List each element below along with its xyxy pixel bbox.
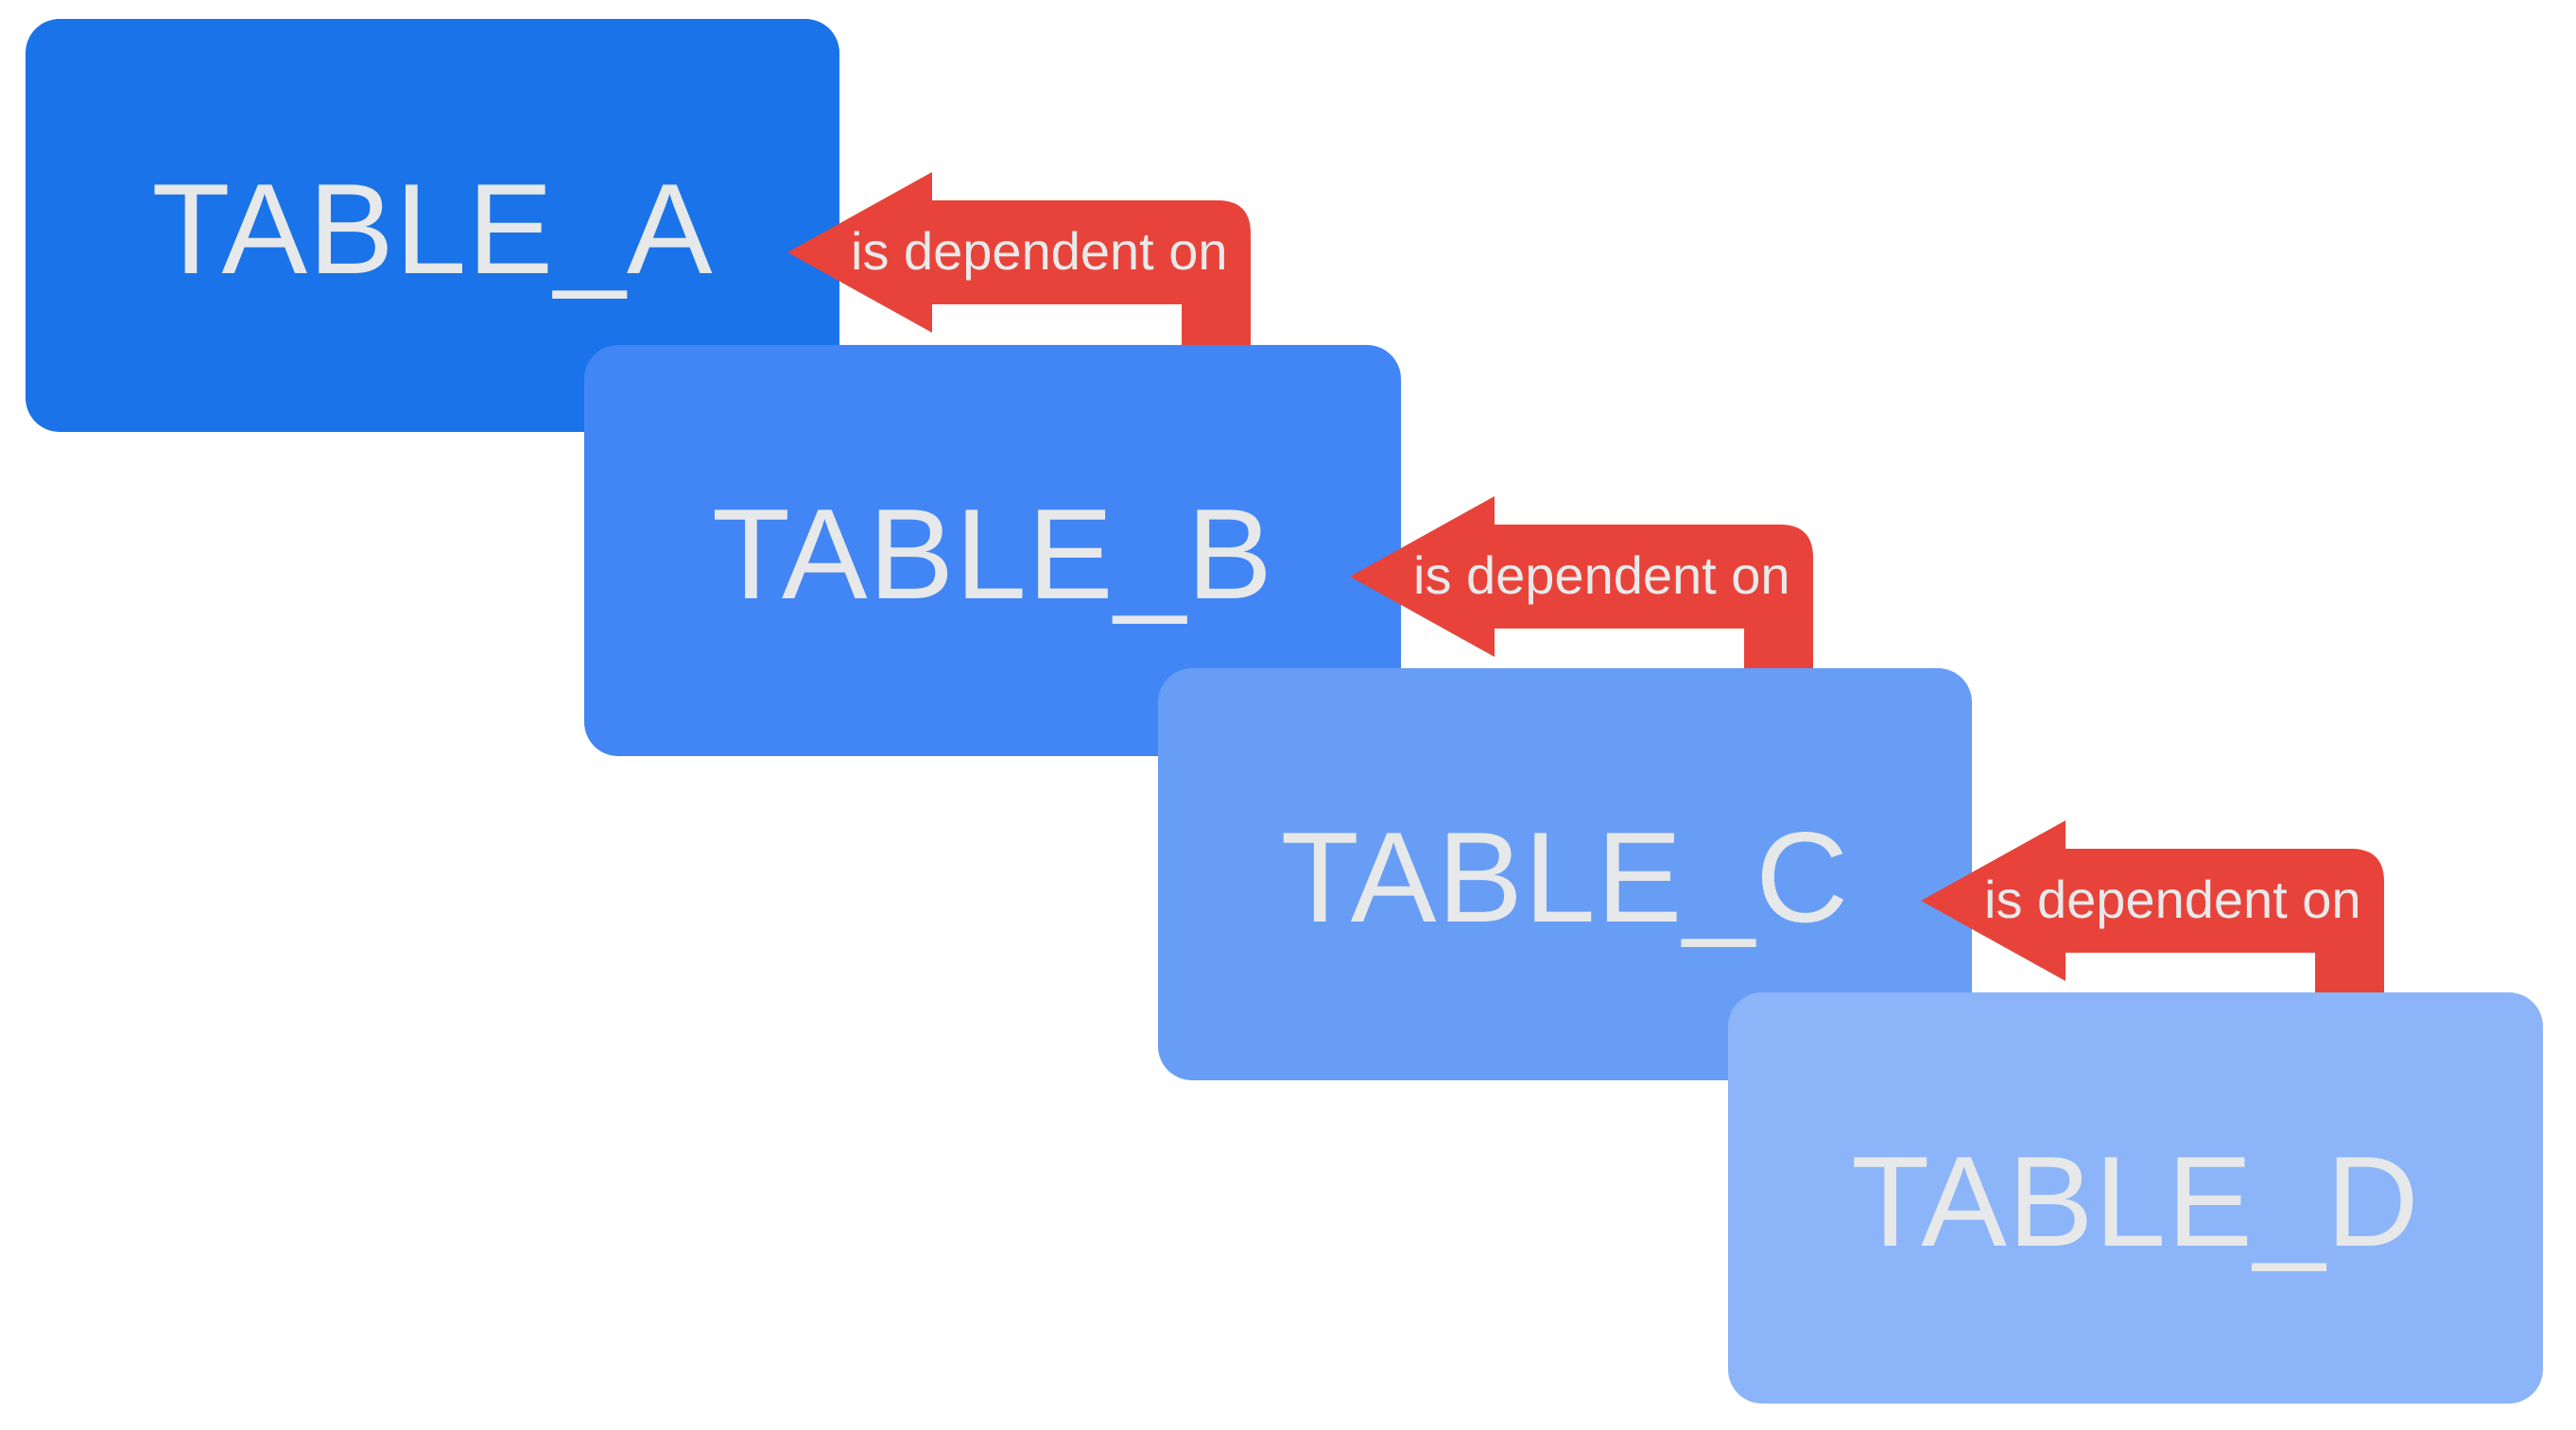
edge-label-a-b: is dependent on — [851, 221, 1228, 281]
edge-table-c-table-d[interactable]: is dependent on — [1921, 820, 2427, 1009]
edge-label-c-d: is dependent on — [1984, 870, 2361, 929]
edge-table-b-table-c[interactable]: is dependent on — [1350, 496, 1856, 685]
node-table-a[interactable]: TABLE_A — [26, 19, 839, 432]
node-label-table-a: TABLE_A — [151, 156, 714, 301]
edge-table-a-table-b[interactable]: is dependent on — [787, 172, 1293, 361]
edge-label-b-c: is dependent on — [1413, 545, 1790, 605]
dependency-arrow-icon — [1350, 496, 1813, 685]
node-label-table-c: TABLE_C — [1280, 805, 1850, 949]
node-label-table-d: TABLE_D — [1851, 1128, 2420, 1273]
dependency-arrow-icon — [1921, 820, 2384, 1009]
dependency-arrow-icon — [787, 172, 1251, 361]
node-table-d[interactable]: TABLE_D — [1728, 992, 2543, 1404]
node-label-table-b: TABLE_B — [711, 481, 1274, 626]
